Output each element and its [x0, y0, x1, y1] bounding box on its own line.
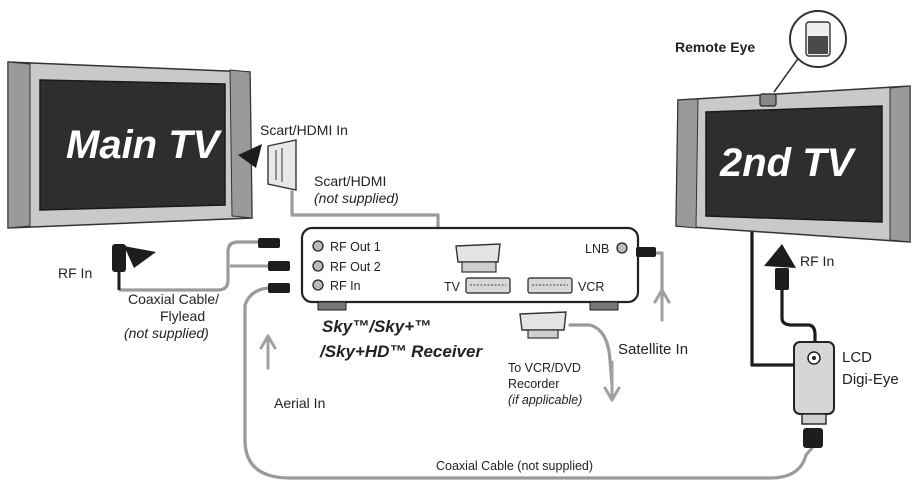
digi-eye-tv-cable: [750, 230, 798, 367]
rf-out-2-label: RF Out 2: [330, 260, 381, 274]
coax-bottom-label: Coaxial Cable (not supplied): [436, 459, 593, 473]
lnb-plug: [636, 247, 656, 257]
aerial-in-label: Aerial In: [274, 395, 325, 411]
vcr-dvd-note: (if applicable): [508, 393, 582, 407]
coax-flylead-line2: Flylead: [160, 308, 205, 324]
vcr-dvd-line1: To VCR/DVD: [508, 361, 581, 375]
receiver-scart-plug: [455, 243, 501, 273]
lnb-label: LNB: [585, 242, 609, 256]
main-tv-scart-plug: [267, 139, 297, 191]
lnb-port: [616, 242, 628, 254]
remote-eye-label: Remote Eye: [675, 39, 755, 55]
rf-in-arrow-main: [124, 246, 156, 268]
remote-eye: [759, 10, 847, 107]
rf-in-main-label: RF In: [58, 265, 92, 281]
lcd-digi-eye-line2: Digi-Eye: [842, 371, 899, 388]
coax-bottom-cable: [243, 286, 814, 480]
second-tv-title: 2nd TV: [719, 141, 857, 185]
scart-in-arrow: [238, 144, 262, 168]
scart-hdmi-note: (not supplied): [314, 190, 399, 206]
tv-port-label: TV: [444, 280, 461, 294]
vcr-port-label: VCR: [578, 280, 604, 294]
vcr-scart-cable: [568, 323, 614, 387]
receiver-rf-plugs: [230, 238, 290, 293]
lcd-digi-eye-line1: LCD: [842, 349, 872, 366]
coax-flylead-note: (not supplied): [124, 325, 209, 341]
scart-hdmi-in-label: Scart/HDMI In: [260, 122, 348, 138]
rf-in-arrow-second: [764, 244, 796, 268]
satellite-in-label: Satellite In: [618, 341, 688, 358]
coax-flylead-line1: Coaxial Cable/: [128, 291, 219, 307]
rf-in-label: RF In: [330, 279, 361, 293]
rf-in-second-label: RF In: [800, 253, 834, 269]
vcr-out-arrow: [603, 360, 621, 402]
lcd-digi-eye: [793, 341, 835, 425]
rf-out-1-label: RF Out 1: [330, 240, 381, 254]
main-tv-rf-plug: [112, 244, 126, 290]
receiver-title-line1: Sky™/Sky+™: [322, 317, 431, 336]
receiver-title-line2: /Sky+HD™ Receiver: [319, 342, 483, 361]
digi-eye-rf-plugs: [775, 268, 823, 448]
vcr-scart-plug: [519, 311, 567, 339]
flylead-cable: [118, 240, 264, 292]
vcr-dvd-line2: Recorder: [508, 377, 559, 391]
aerial-in-arrow: [259, 334, 277, 370]
satellite-in-arrow: [653, 288, 671, 322]
main-tv-title: Main TV: [66, 123, 223, 167]
rf-out-2-port: [312, 260, 324, 272]
sky-receiver: RF Out 1 RF Out 2 RF In LNB TV VCR: [300, 226, 640, 311]
rf-out-1-port: [312, 240, 324, 252]
second-tv: 2nd TV: [675, 85, 911, 243]
rf-in-port: [312, 279, 324, 291]
digi-eye-rf-cable: [780, 288, 817, 344]
scart-hdmi-label: Scart/HDMI: [314, 173, 386, 189]
main-tv: Main TV: [7, 61, 253, 229]
